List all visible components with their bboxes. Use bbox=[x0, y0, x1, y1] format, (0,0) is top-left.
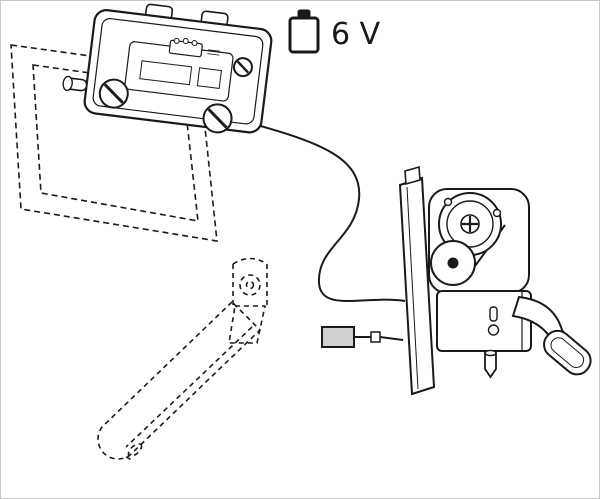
connection-cable bbox=[256, 124, 406, 302]
panel-print-marks bbox=[207, 49, 220, 56]
terminal-screw-2 bbox=[182, 37, 189, 44]
grab-bar-arm-inner-edge bbox=[125, 326, 253, 448]
paddle-inner bbox=[550, 337, 585, 369]
grab-bar-hinge-pin-center bbox=[245, 280, 255, 290]
motor-cap-ring bbox=[446, 200, 494, 248]
wall-frame-outer bbox=[10, 44, 218, 242]
battery-voltage-label: 6 V bbox=[331, 17, 381, 52]
actuator-paddle bbox=[543, 329, 592, 376]
actuator-bottom-bolt-head bbox=[484, 349, 497, 357]
grab-bar-hinge-pin bbox=[239, 274, 261, 296]
actuator-lower-box bbox=[436, 290, 532, 352]
grab-bar-hinge-lugs bbox=[232, 257, 268, 306]
wall-anchor-rod bbox=[379, 336, 404, 341]
grab-bar-end-slot bbox=[127, 443, 143, 457]
panel-screw-small-slot bbox=[236, 60, 250, 74]
wall-anchor-plug bbox=[321, 326, 355, 348]
mounting-plate-tab bbox=[404, 165, 421, 186]
grab-bar-link bbox=[228, 305, 266, 344]
panel-lever-pin-cap bbox=[62, 75, 73, 92]
folding-grab-bar bbox=[97, 257, 268, 461]
wall-anchor-joint bbox=[370, 331, 381, 343]
flange-screw-1 bbox=[443, 197, 453, 207]
panel-screw-right-slot bbox=[207, 108, 228, 129]
panel-slot-left bbox=[139, 60, 193, 86]
grab-bar-end-mark bbox=[125, 456, 133, 461]
terminal-screw-3 bbox=[191, 40, 198, 47]
actuator-keyhole-slot bbox=[489, 306, 498, 322]
flush-actuator-unit bbox=[321, 165, 592, 396]
motor-cap-screw-cross bbox=[462, 216, 478, 232]
paddle-outer bbox=[543, 329, 592, 376]
terminal-screw-1 bbox=[173, 37, 180, 44]
panel-screw-left-slot bbox=[103, 83, 124, 104]
battery-body bbox=[288, 16, 320, 54]
flange-screw-2 bbox=[492, 208, 502, 218]
control-panel bbox=[62, 3, 273, 134]
battery-icon bbox=[288, 9, 320, 54]
actuator-bottom-bolt bbox=[484, 352, 497, 379]
cable-pulley-hub bbox=[447, 257, 459, 269]
actuator-keyhole-circle bbox=[487, 324, 500, 336]
mounting-plate-edge-line bbox=[406, 186, 419, 390]
battery-cap bbox=[297, 9, 311, 20]
grab-bar-arm bbox=[97, 300, 262, 460]
panel-slot-right bbox=[196, 67, 222, 89]
